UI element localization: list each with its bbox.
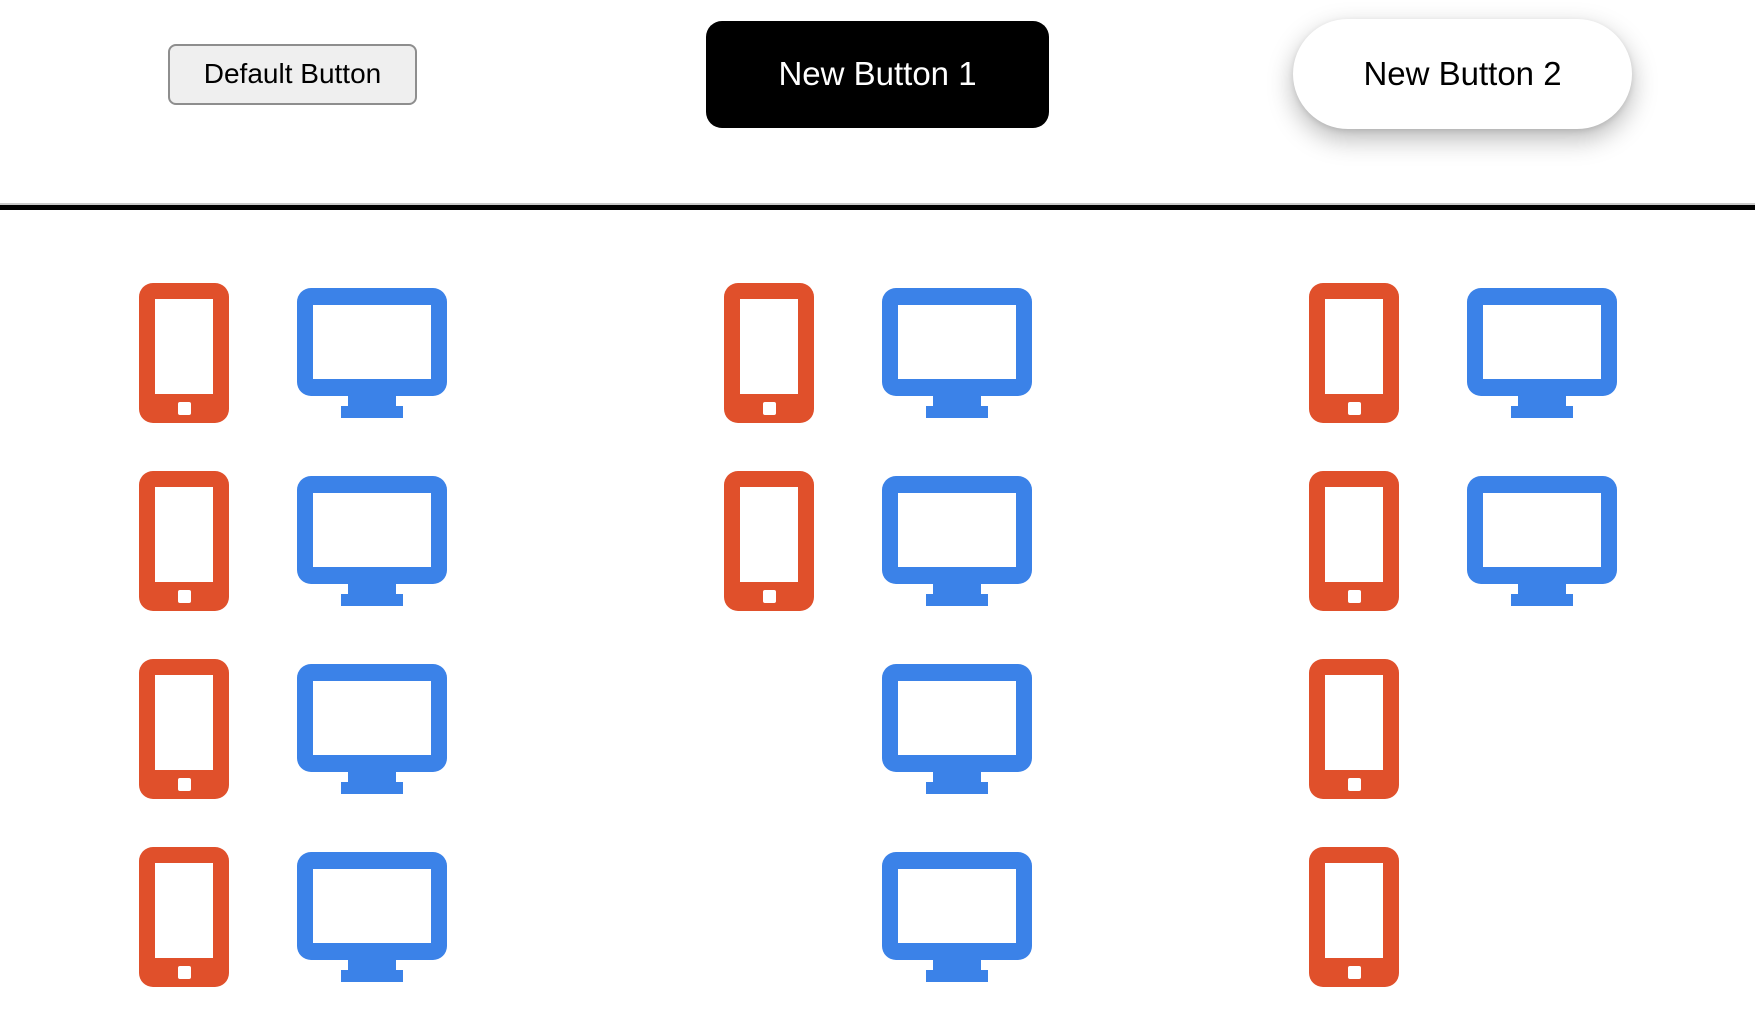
monitor-icon <box>1466 476 1617 606</box>
monitor-slot <box>1466 471 1617 611</box>
monitor-slot <box>881 283 1032 423</box>
icon-row <box>138 471 447 611</box>
icon-row <box>1308 283 1617 423</box>
monitor-slot <box>296 471 447 611</box>
phone-slot <box>723 283 814 423</box>
icon-row <box>138 659 447 799</box>
phone-slot <box>138 283 229 423</box>
icon-row <box>138 283 447 423</box>
icon-column-1 <box>138 283 447 987</box>
icon-row <box>1308 847 1617 987</box>
icon-row <box>724 847 1032 987</box>
empty-monitor-slot <box>1467 659 1617 799</box>
button-cell-2: New Button 1 <box>706 20 1049 128</box>
phone-icon <box>723 283 814 423</box>
empty-phone-slot <box>724 659 814 799</box>
monitor-icon <box>881 852 1032 982</box>
new-button-2[interactable]: New Button 2 <box>1293 19 1632 129</box>
phone-icon <box>138 847 229 987</box>
monitor-icon <box>881 476 1032 606</box>
phone-slot <box>138 471 229 611</box>
phone-slot <box>1308 471 1399 611</box>
button-toolbar: Default Button New Button 1 New Button 2 <box>0 0 1755 203</box>
monitor-icon <box>296 664 447 794</box>
empty-monitor-slot <box>1467 847 1617 987</box>
monitor-icon <box>296 288 447 418</box>
phone-icon <box>1308 847 1399 987</box>
phone-slot <box>138 659 229 799</box>
monitor-slot <box>1466 283 1617 423</box>
monitor-icon <box>881 664 1032 794</box>
monitor-slot <box>296 659 447 799</box>
device-icon-grid <box>0 210 1755 987</box>
phone-slot <box>1308 659 1399 799</box>
monitor-icon <box>1466 288 1617 418</box>
icon-row <box>723 283 1032 423</box>
icon-column-2 <box>723 283 1032 987</box>
button-cell-3: New Button 2 <box>1293 19 1632 129</box>
phone-slot <box>138 847 229 987</box>
divider <box>0 203 1755 210</box>
monitor-icon <box>881 288 1032 418</box>
icon-row <box>724 659 1032 799</box>
icon-row <box>1308 659 1617 799</box>
phone-icon <box>1308 471 1399 611</box>
monitor-slot <box>296 847 447 987</box>
empty-phone-slot <box>724 847 814 987</box>
phone-icon <box>138 283 229 423</box>
button-cell-1: Default Button <box>167 43 418 105</box>
phone-slot <box>1308 283 1399 423</box>
icon-column-3 <box>1308 283 1617 987</box>
default-button[interactable]: Default Button <box>167 43 418 105</box>
icon-row <box>138 847 447 987</box>
phone-slot <box>723 471 814 611</box>
phone-icon <box>1308 283 1399 423</box>
monitor-icon <box>296 476 447 606</box>
monitor-slot <box>296 283 447 423</box>
new-button-1[interactable]: New Button 1 <box>706 20 1049 128</box>
icon-row <box>723 471 1032 611</box>
phone-icon <box>138 471 229 611</box>
monitor-slot <box>881 471 1032 611</box>
phone-icon <box>723 471 814 611</box>
phone-slot <box>1308 847 1399 987</box>
icon-row <box>1308 471 1617 611</box>
monitor-icon <box>296 852 447 982</box>
phone-icon <box>1308 659 1399 799</box>
monitor-slot <box>881 659 1032 799</box>
phone-icon <box>138 659 229 799</box>
monitor-slot <box>881 847 1032 987</box>
